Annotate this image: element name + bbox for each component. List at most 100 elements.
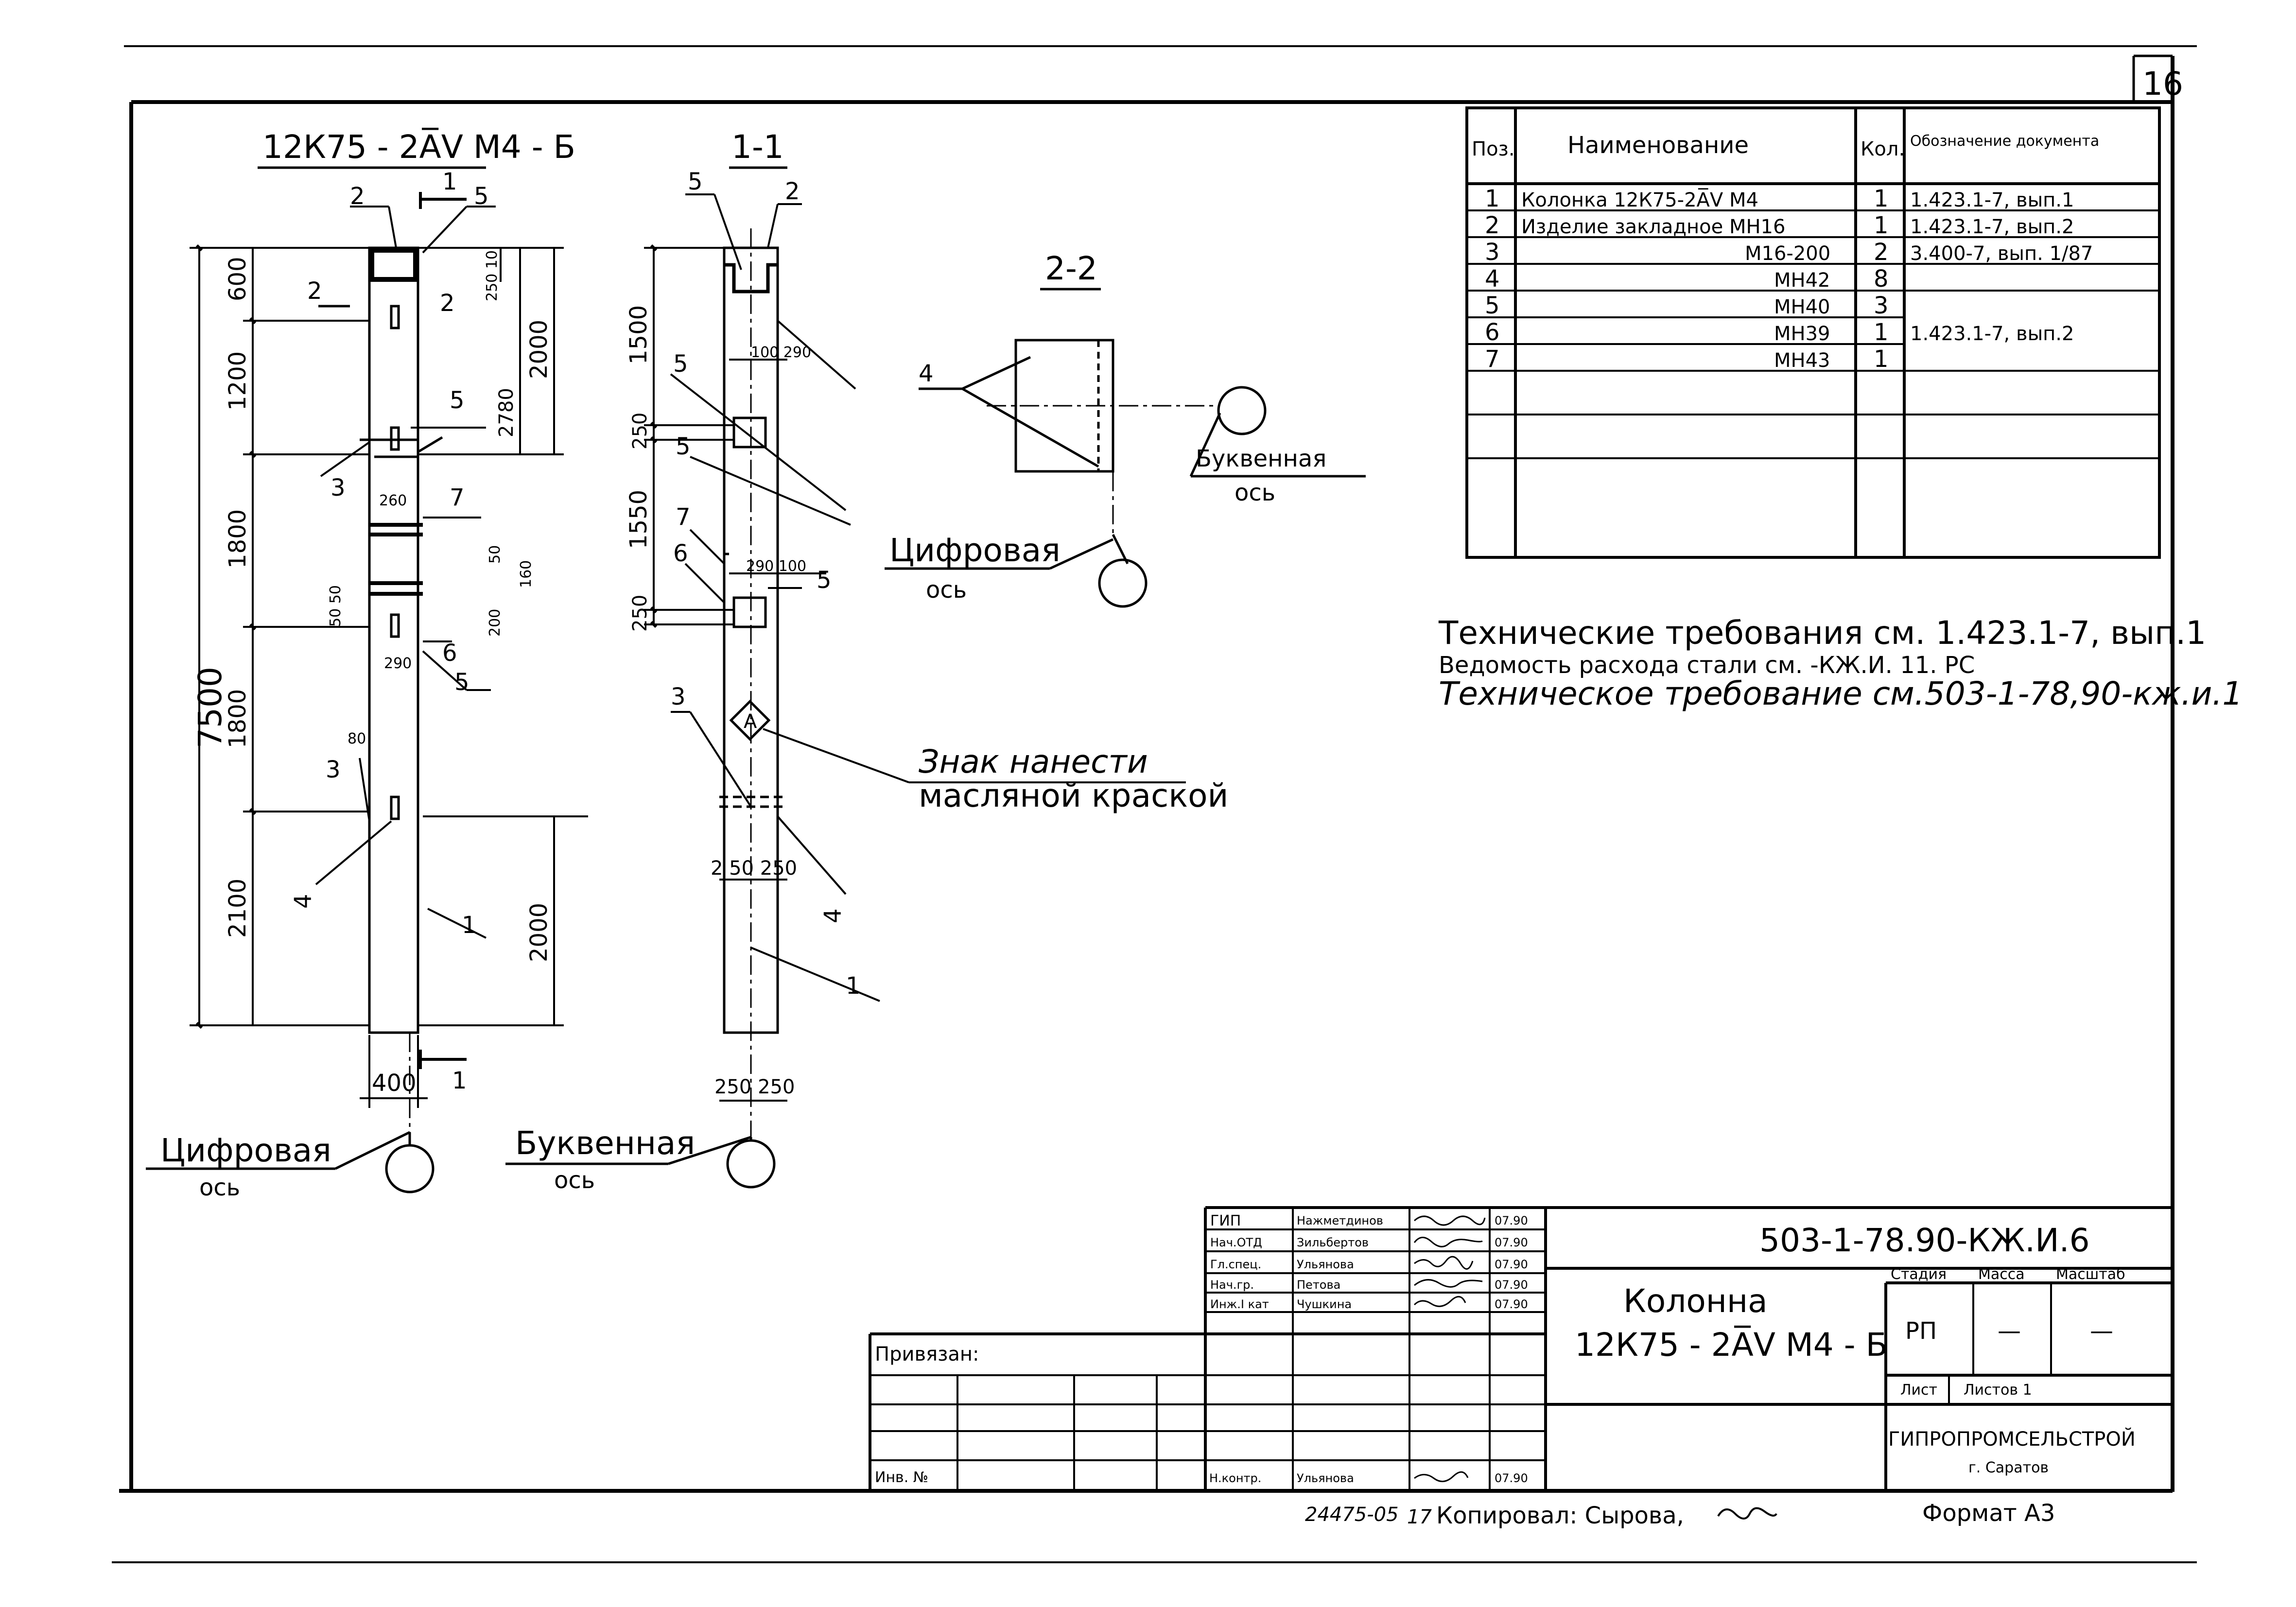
- copied-by: Копировал: Сырова,: [1436, 1502, 1684, 1529]
- staff-date: 07.90: [1495, 1258, 1528, 1271]
- dim-100-290: 100 290: [751, 344, 811, 361]
- title-block: ГИП Нажметдинов 07.90 Нач.ОТД Зильбертов…: [869, 1206, 2173, 1491]
- axis-letter-2-2-line2: ось: [1235, 479, 1275, 506]
- staff-date: 07.90: [1495, 1297, 1528, 1311]
- dim-290-100: 290 100: [746, 558, 806, 575]
- callout-1-a: 1: [846, 972, 861, 1000]
- callout-4-b: 4: [919, 360, 934, 387]
- sheet-label: Лист: [1900, 1382, 1937, 1399]
- control-date: 07.90: [1495, 1471, 1528, 1485]
- control-name: Ульянова: [1297, 1471, 1354, 1485]
- dim-1200: 1200: [224, 351, 251, 411]
- document-code: 503-1-78.90-КЖ.И.6: [1759, 1222, 2090, 1259]
- staff-date: 07.90: [1495, 1278, 1528, 1292]
- control-role: Н.контр.: [1209, 1471, 1261, 1485]
- svg-text:1: 1: [1874, 212, 1889, 239]
- axis-markers-bottom: [146, 1131, 776, 1193]
- svg-text:3: 3: [1874, 292, 1889, 319]
- parts-table: Поз. Наименование Кол. Обозначение докум…: [1465, 106, 2161, 559]
- table-row: 6 МН39 1: [1485, 319, 1889, 346]
- dim-1800-a: 1800: [224, 509, 251, 569]
- note-steel: Ведомость расхода стали см. -КЖ.И. 11. Р…: [1439, 652, 1975, 679]
- dim-50-50: 50 50: [327, 585, 344, 627]
- dim-160: 160: [518, 560, 535, 588]
- dim-1800-b: 1800: [224, 689, 251, 748]
- sheet-frame: [112, 45, 2197, 1563]
- table-row: 4 МН42 8: [1485, 265, 1889, 293]
- callout-4-a: 4: [819, 908, 847, 923]
- dim-total-7500: 7500: [191, 667, 229, 748]
- elevation-title: 12К75 - 2А̅V М4 - Б: [262, 128, 575, 166]
- scale-header: Масштаб: [2056, 1266, 2125, 1283]
- callout-3-top: 3: [330, 474, 346, 501]
- axis-letter-2-2-line1: Буквенная: [1196, 445, 1326, 472]
- svg-text:1.423.1-7, вып.1: 1.423.1-7, вып.1: [1910, 189, 2074, 211]
- svg-text:Изделие закладное МН16: Изделие закладное МН16: [1521, 216, 1785, 238]
- dim-250-b: 250: [629, 595, 651, 632]
- callout-5-mid: 5: [450, 387, 465, 414]
- table-header-doc: Обозначение документа: [1910, 133, 2099, 150]
- table-row: 5 МН40 3 1.423.1-7, вып.2: [1485, 292, 2074, 345]
- svg-text:МН40: МН40: [1774, 296, 1830, 318]
- dim-200: 200: [487, 609, 504, 637]
- dim-2-50-250: 2 50 250: [711, 857, 797, 880]
- dim-80: 80: [348, 730, 366, 747]
- dim-600: 600: [224, 257, 251, 301]
- staff-date: 07.90: [1495, 1214, 1528, 1227]
- table-header-name: Наименование: [1567, 132, 1749, 159]
- paint-note-line1: Знак нанести: [919, 743, 1148, 780]
- axis-digital-bottom-line1: Цифровая: [160, 1132, 331, 1169]
- axis-letter-bottom-line1: Буквенная: [515, 1124, 695, 1162]
- section-1-1: 1-1 1: [625, 128, 1228, 1137]
- table-row: 2 Изделие закладное МН16 1 1.423.1-7, вы…: [1485, 212, 2074, 239]
- dim-400: 400: [372, 1070, 417, 1097]
- dim-50: 50: [487, 545, 504, 564]
- axis-digital-bottom-line2: ось: [199, 1174, 240, 1201]
- sheet-number: 16: [2142, 65, 2183, 103]
- dim-250-a: 250: [629, 413, 651, 449]
- organization-city: г. Саратов: [1968, 1459, 2049, 1476]
- signatures: [1413, 1215, 1486, 1482]
- scale-value: —: [2090, 1317, 2113, 1345]
- staff-role: Нач.гр.: [1210, 1278, 1254, 1292]
- organization-name: ГИПРОПРОМСЕЛЬСТРОЙ: [1888, 1427, 2136, 1451]
- product-name-line1: Колонна: [1623, 1282, 1768, 1320]
- paint-note-line2: масляной краской: [919, 777, 1228, 814]
- staff-name: Ульянова: [1297, 1258, 1354, 1271]
- callout-5-d: 5: [817, 567, 832, 594]
- staff-role: Нач.ОТД: [1210, 1236, 1262, 1249]
- callout-3-bottom: 3: [326, 756, 341, 783]
- svg-text:1.423.1-7, вып.2: 1.423.1-7, вып.2: [1910, 216, 2074, 238]
- callout-7-a: 7: [676, 503, 691, 531]
- svg-text:4: 4: [1485, 265, 1500, 293]
- table-row: 7 МН43 1: [1485, 346, 1889, 373]
- svg-text:1: 1: [1874, 319, 1889, 346]
- dim-1550: 1550: [625, 490, 652, 549]
- dim-2780: 2780: [495, 388, 518, 437]
- mark-a: A: [744, 710, 757, 733]
- callout-7: 7: [450, 484, 465, 511]
- callout-2: 2: [350, 183, 365, 210]
- sheet-format: Формат А3: [1922, 1500, 2055, 1527]
- callout-6: 6: [442, 639, 457, 667]
- staff-date: 07.90: [1495, 1236, 1528, 1249]
- callout-6-a: 6: [673, 540, 688, 567]
- sheet-copy: 17: [1407, 1506, 1432, 1528]
- axis-digital-2-2-line1: Цифровая: [889, 532, 1061, 569]
- elevation-dimensions-right: [418, 247, 588, 1026]
- column-body: [360, 246, 443, 1034]
- dim-2100: 2100: [224, 879, 251, 938]
- staff-role: ГИП: [1210, 1212, 1241, 1229]
- table-header-pos: Поз.: [1472, 138, 1515, 160]
- elevation-dimensions-left: [190, 244, 369, 1029]
- svg-text:МН42: МН42: [1774, 269, 1830, 292]
- svg-text:1.423.1-7, вып.2: 1.423.1-7, вып.2: [1910, 323, 2074, 345]
- svg-text:1: 1: [1874, 185, 1889, 212]
- stage-value: РП: [1905, 1317, 1937, 1345]
- callout-3-a: 3: [671, 683, 686, 710]
- callout-5-a: 5: [688, 168, 703, 195]
- table-row: 1 Колонка 12К75-2А̅V М4 1 1.423.1-7, вып…: [1485, 185, 2074, 212]
- staff-role: Инж.I кат: [1210, 1297, 1269, 1311]
- axis-letter-bottom-line2: ось: [554, 1167, 595, 1194]
- table-row: 3 М16-200 2 3.400-7, вып. 1/87: [1485, 239, 2093, 266]
